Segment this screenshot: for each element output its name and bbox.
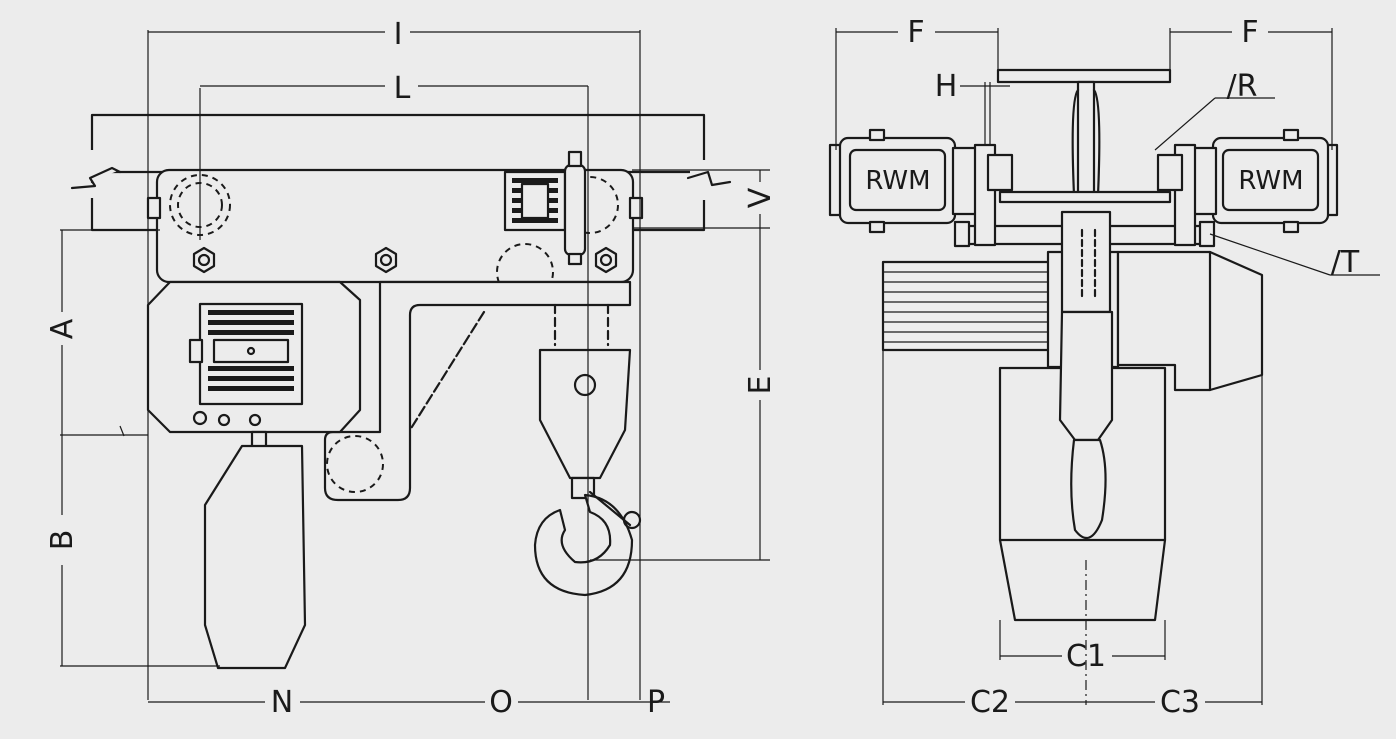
trolley-label-right: RWM — [1238, 166, 1303, 196]
side-view-dimensions — [60, 30, 770, 703]
dimension-label-P: P — [647, 685, 665, 720]
dimension-label-V: V — [743, 187, 778, 208]
dimension-label-F-right: F — [1241, 15, 1258, 50]
front-view-dimensions — [835, 28, 1380, 705]
dimension-label-O: O — [489, 685, 513, 720]
front-view-ibeam — [996, 68, 1172, 204]
dimension-label-B: B — [45, 530, 80, 551]
dimension-label-R: /R — [1227, 69, 1258, 104]
trolley-label-left: RWM — [865, 166, 930, 196]
dimension-label-A: A — [45, 318, 80, 339]
dimension-label-T: /T — [1331, 245, 1360, 280]
front-view-hoist-body — [881, 210, 1264, 705]
side-view-chain-bucket — [203, 444, 307, 670]
side-view-hook — [533, 303, 642, 597]
front-view-right-motor — [1156, 128, 1339, 247]
dimension-label-C1: C1 — [1066, 639, 1106, 674]
dimension-label-C2: C2 — [970, 685, 1010, 720]
dimension-label-H: H — [935, 69, 958, 104]
dimension-label-C3: C3 — [1160, 685, 1200, 720]
dimension-label-E: E — [743, 376, 778, 395]
side-view-hoist-motor — [146, 280, 362, 452]
dimension-label-N: N — [271, 685, 293, 720]
front-view-left-motor — [828, 128, 1014, 247]
side-view-trolley — [146, 88, 644, 301]
dimension-label-L: L — [394, 71, 411, 106]
dimension-label-F-left: F — [907, 15, 924, 50]
side-view: I L A B E V N O P — [45, 17, 778, 720]
dimension-label-I: I — [394, 17, 403, 52]
front-view: RWM RWM — [828, 15, 1380, 720]
side-view-hoist-frame — [323, 280, 632, 502]
